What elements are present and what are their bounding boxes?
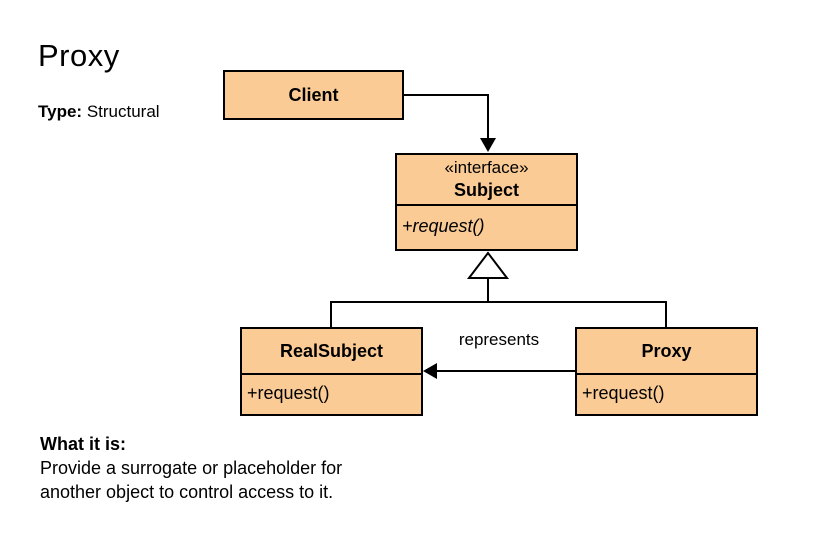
class-header-proxy: Proxy — [577, 329, 756, 375]
class-header-realsubject: RealSubject — [242, 329, 421, 375]
pattern-type-line: Type: Structural — [38, 102, 160, 122]
filled-arrowhead-left-icon — [423, 363, 437, 379]
hollow-triangle-icon — [466, 251, 510, 279]
page-title: Proxy — [38, 38, 120, 73]
class-name-client: Client — [288, 84, 339, 105]
class-name-realsubject: RealSubject — [279, 340, 384, 361]
client-subject-connector — [404, 94, 496, 152]
description-block: What it is: Provide a surrogate or place… — [40, 432, 342, 504]
generalization-connector — [330, 251, 667, 327]
class-box-subject: «interface» Subject +request() — [395, 153, 578, 251]
method-realsubject-request: +request() — [247, 383, 330, 403]
class-name-proxy: Proxy — [641, 340, 692, 361]
method-subject-request: +request() — [402, 216, 485, 236]
pattern-type-value: Structural — [86, 102, 160, 121]
description-heading: What it is: — [40, 434, 126, 454]
method-proxy-request: +request() — [582, 383, 665, 403]
class-box-client: Client — [223, 70, 404, 120]
pattern-type-label: Type: — [38, 102, 83, 121]
class-box-realsubject: RealSubject +request() — [240, 327, 423, 416]
class-box-proxy: Proxy +request() — [575, 327, 758, 416]
proxy-realsubject-arrow — [423, 363, 575, 379]
description-line-2: another object to control access to it. — [40, 482, 334, 502]
stereotype-interface: «interface» — [444, 158, 529, 177]
description-line-1: Provide a surrogate or placeholder for — [40, 458, 343, 478]
relationship-label: represents — [458, 330, 540, 349]
class-header-subject: «interface» Subject — [397, 155, 576, 206]
filled-arrowhead-down-icon — [480, 138, 496, 152]
class-name-subject: Subject — [453, 180, 519, 200]
